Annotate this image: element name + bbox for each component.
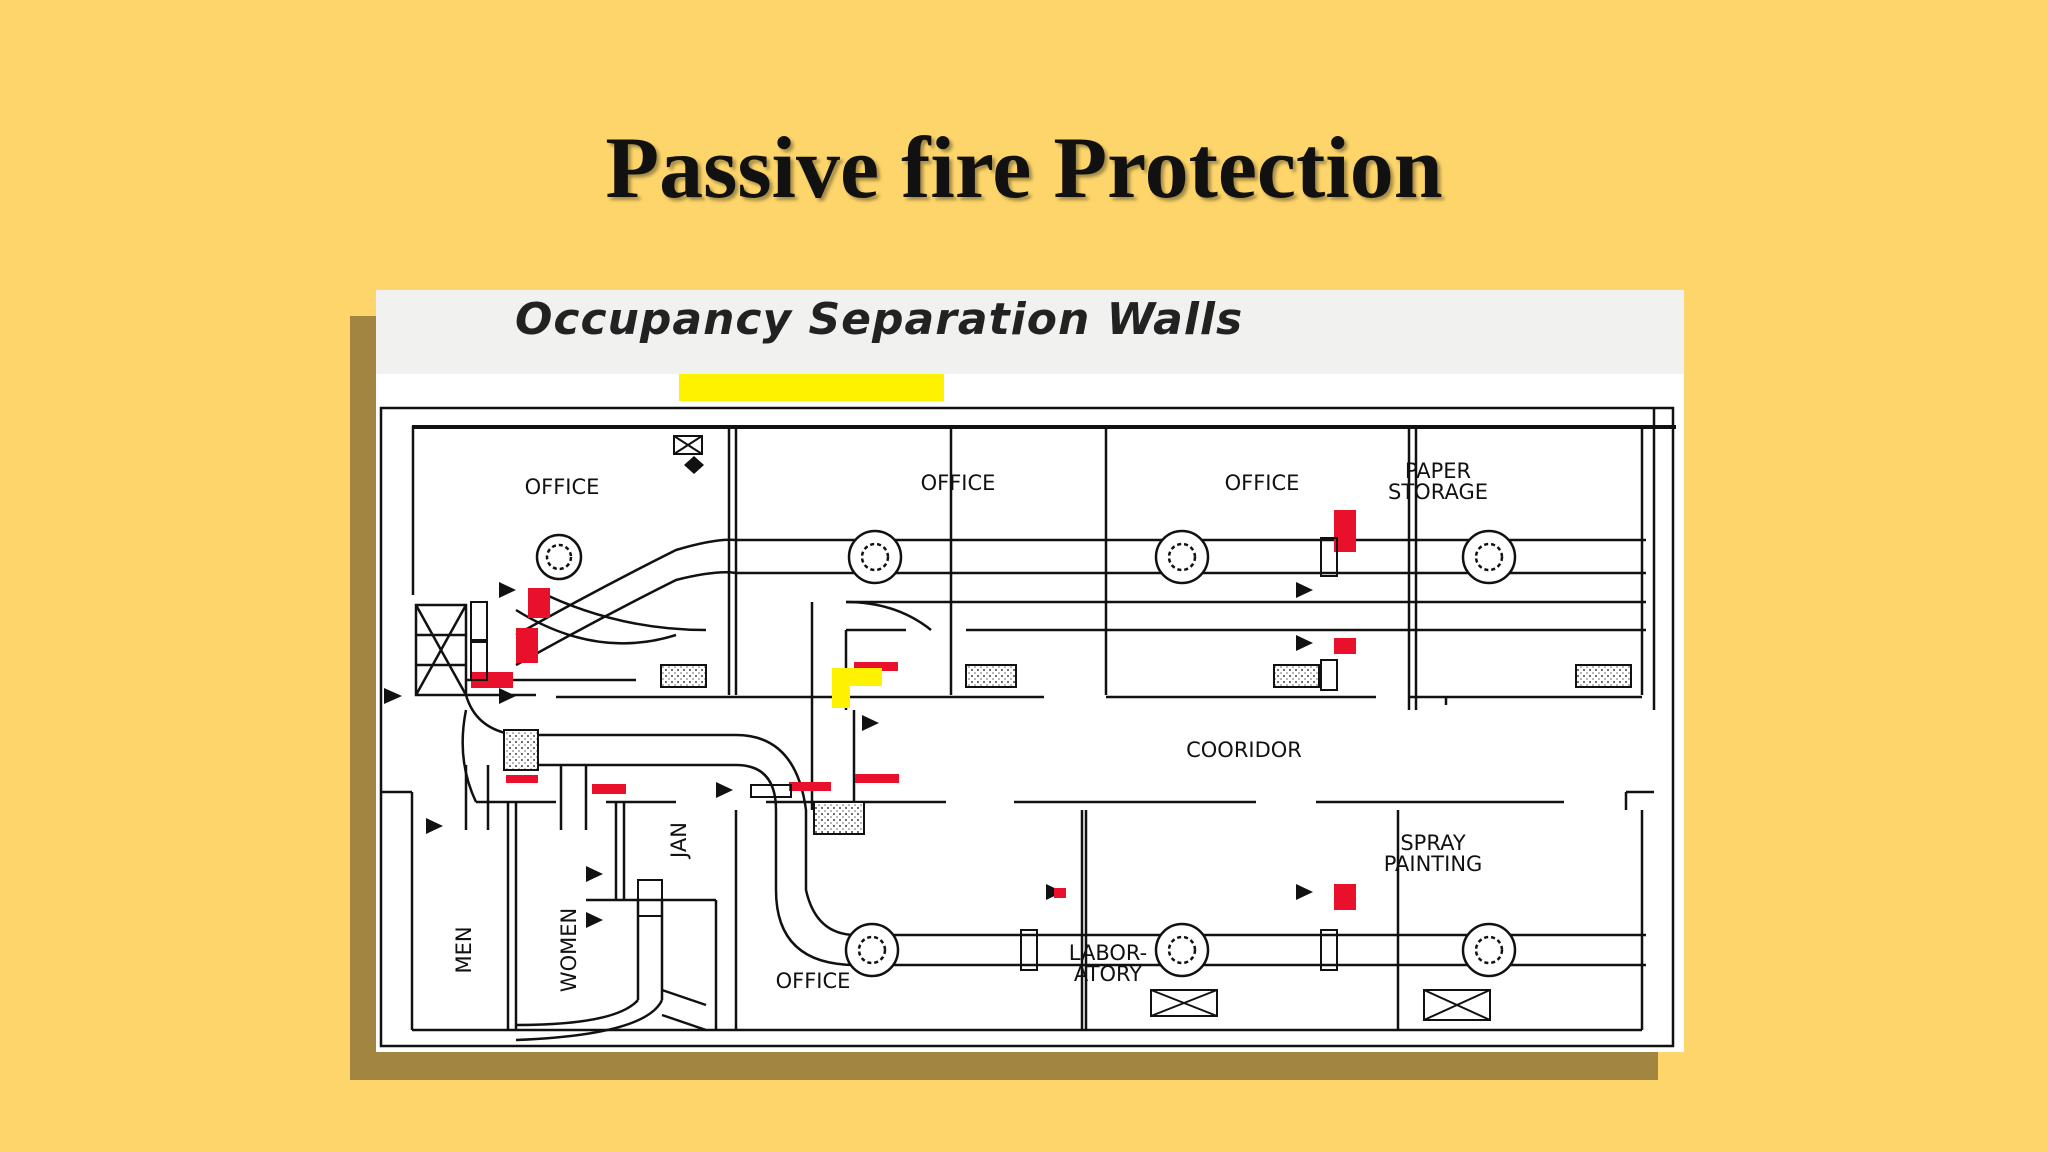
floor-plan-diagram: OFFICE OFFICE OFFICE PAPER STORAGE COORI…	[379, 374, 1676, 1048]
highlighted-damper	[832, 668, 882, 708]
return-grilles	[503, 435, 1632, 1021]
room-label-corridor: COORIDOR	[1186, 738, 1302, 762]
room-label-spray-painting-line2: PAINTING	[1384, 852, 1483, 876]
room-label-office-top-3: OFFICE	[1225, 471, 1300, 495]
room-label-laboratory-line1: LABOR-	[1069, 941, 1147, 965]
room-label-office-bottom: OFFICE	[776, 969, 851, 993]
room-label-office-top-2: OFFICE	[921, 471, 996, 495]
ceiling-diffusers	[535, 529, 1517, 978]
highlight-bar	[679, 374, 944, 401]
room-label-women: WOMEN	[557, 908, 581, 992]
room-label-paper-storage-line2: STORAGE	[1388, 480, 1488, 504]
room-label-paper-storage-line1: PAPER	[1405, 459, 1471, 483]
room-label-office-top-left: OFFICE	[525, 475, 600, 499]
room-label-men: MEN	[452, 926, 476, 973]
fire-dampers	[471, 510, 1356, 910]
figure-title: Occupancy Separation Walls	[515, 294, 1244, 345]
figure-header: Occupancy Separation Walls	[376, 290, 1684, 374]
duct-joints	[470, 537, 1338, 971]
building-walls	[379, 406, 1676, 1048]
room-label-spray-painting-line1: SPRAY	[1400, 831, 1465, 855]
room-label-laboratory-line2: ATORY	[1074, 962, 1142, 986]
floor-plan-figure: Occupancy Separation Walls	[376, 290, 1684, 1052]
slide-title: Passive fire Protection	[605, 120, 1443, 217]
room-label-jan: JAN	[667, 822, 691, 860]
